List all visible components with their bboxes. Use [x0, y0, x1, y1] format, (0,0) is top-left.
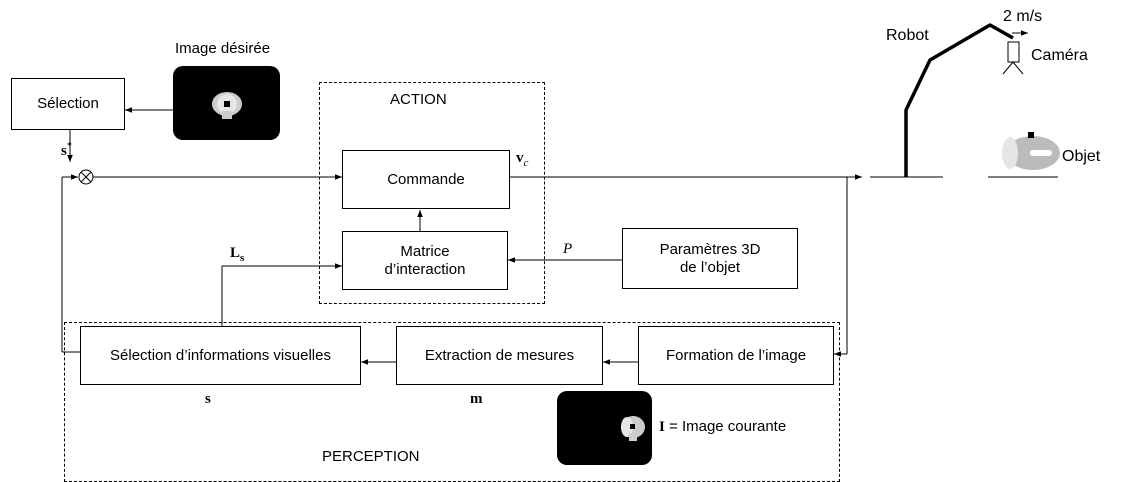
- params-label-line2: de l’objet: [679, 258, 741, 276]
- commande-block: Commande: [342, 150, 510, 209]
- image-desiree-thumbnail: [173, 66, 280, 140]
- robot-icon: [870, 23, 1028, 178]
- formation-label: Formation de l’image: [665, 346, 807, 364]
- image-courante-thumbnail: [557, 391, 652, 465]
- camera-label: Caméra: [1031, 47, 1088, 64]
- params-label-line1: Paramètres 3D: [659, 240, 761, 258]
- image-desiree-label: Image désirée: [175, 40, 271, 57]
- object-icon: [988, 132, 1060, 178]
- P-label: P: [563, 241, 573, 257]
- action-label: ACTION: [390, 91, 447, 108]
- I-symbol: I: [659, 419, 665, 435]
- current-object-icon: [621, 416, 645, 441]
- perception-label: PERCEPTION: [322, 448, 420, 465]
- camera-icon: [1007, 41, 1020, 63]
- selection-info-label: Sélection d’informations visuelles: [110, 346, 331, 364]
- Ls-label: Ls: [230, 245, 245, 264]
- formation-block: Formation de l’image: [638, 326, 834, 385]
- matrice-label-line1: Matrice: [400, 242, 450, 260]
- parametres-3d-block: Paramètres 3D de l’objet: [622, 228, 798, 289]
- image-courante-label: I = Image courante: [659, 418, 786, 436]
- selection-info-block: Sélection d’informations visuelles: [80, 326, 361, 385]
- robot-label: Robot: [886, 27, 929, 44]
- extraction-label: Extraction de mesures: [424, 346, 575, 364]
- matrice-label-line2: d’interaction: [384, 260, 466, 278]
- action-region: [319, 82, 545, 304]
- extraction-block: Extraction de mesures: [396, 326, 603, 385]
- commande-label: Commande: [387, 170, 465, 188]
- s-star-label: s*: [61, 141, 72, 159]
- selection-block: Sélection: [11, 78, 125, 130]
- diagram-canvas: [61, 23, 1060, 365]
- target-object-icon: [212, 92, 242, 119]
- matrice-interaction-block: Matrice d’interaction: [342, 231, 508, 290]
- selection-label: Sélection: [37, 95, 99, 112]
- vc-label: vc: [516, 150, 529, 169]
- m-label: m: [470, 391, 483, 407]
- image-courante-text: = Image courante: [664, 418, 787, 435]
- s-label: s: [205, 391, 211, 407]
- speed-label: 2 m/s: [1003, 8, 1043, 25]
- objet-label: Objet: [1062, 148, 1101, 165]
